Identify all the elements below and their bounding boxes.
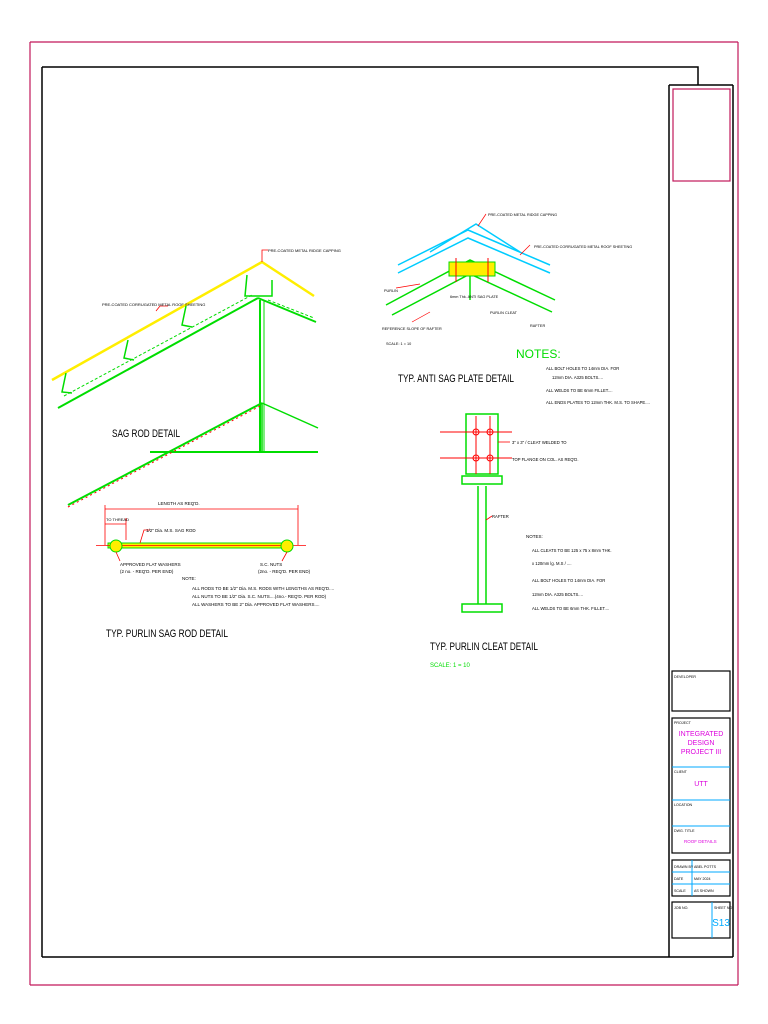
- cleat-plate: [465, 413, 499, 475]
- rafter-column: [461, 486, 503, 613]
- anti-sag-note: ALL BOLT HOLES TO 14mm DIA. FOR: [546, 366, 619, 371]
- rafter-leader: [485, 515, 493, 521]
- scale-label: SCALE: [674, 889, 686, 893]
- length-dimension: [104, 505, 299, 545]
- anti-sag-callout-purlin: PURLIN: [384, 289, 398, 293]
- plate-bolts: [455, 258, 489, 282]
- sag-rod-detail: PRE-COATED METAL RIDGE CAPPING PRE-COATE…: [51, 248, 341, 508]
- sheet-no: S13: [712, 918, 730, 929]
- purlin-cleat-detail: 3" x 3" / CLEAT WELDED TO TOP FLANGE ON …: [430, 413, 612, 669]
- page-trim: [29, 41, 739, 986]
- top-chord: [57, 297, 259, 409]
- cleat-note: ALL CLEATS TO BE 125 x 75 x 8mm THK.: [532, 548, 612, 553]
- cleat-flange: [461, 475, 503, 485]
- anti-sag-notes-title: NOTES:: [516, 347, 561, 361]
- cleat-note: 12mm DIA. A325 BOLTS....: [532, 592, 583, 597]
- note-line: ALL RODS TO BE 1/2" Dia. M.S. RODS WITH …: [192, 586, 334, 591]
- title-block-dividers: [672, 766, 730, 938]
- title-block-frames: [671, 670, 731, 939]
- purlins: [61, 274, 273, 394]
- plate-callout-leaders: [395, 213, 531, 323]
- washer-label-1: APPROVED FLAT WASHERS: [120, 562, 181, 567]
- date-label: DATE: [674, 877, 684, 881]
- anti-sag-callout-slope: REFERENCE SLOPE OF RAFTER: [382, 327, 442, 331]
- lower-rafter-dots: [67, 404, 263, 508]
- anti-sag-callout-cleat: PURLIN CLEAT: [490, 311, 518, 315]
- nut-leader: [281, 551, 288, 562]
- cleat-note: x 120mm lg. M.S / ....: [532, 561, 572, 566]
- drawing-frame: [41, 66, 734, 958]
- cleat-note: ALL WELDS TO BE 6mm THK. FILLET....: [532, 606, 609, 611]
- rod-leader: [139, 529, 150, 544]
- project-label: PROJECT: [674, 721, 692, 725]
- rafter-label: RAFTER: [492, 514, 509, 519]
- roof-sheeting-line: [51, 260, 263, 382]
- dwg-title: ROOF DETAILS: [684, 839, 717, 844]
- lower-rafter-right: [261, 402, 319, 429]
- scale-value: AS SHOWN: [694, 889, 714, 893]
- drawn-by-label: DRAWN BY: [674, 865, 694, 869]
- developer-label: DEVELOPER: [674, 675, 696, 679]
- callout-leaders: [155, 249, 268, 312]
- anti-sag-callout-ridge: PRE-COATED METAL RIDGE CAPPING: [488, 213, 557, 217]
- length-label: LENGTH AS REQ'D.: [158, 501, 200, 506]
- anti-sag-callout-rafter: RAFTER: [530, 324, 545, 328]
- cleat-notes-title: NOTES:: [526, 534, 543, 539]
- anti-sag-scale: SCALE: 1 = 10: [386, 342, 411, 346]
- anti-sag-callout-plate: 6mm Thk. ANTI SAG PLATE: [450, 295, 499, 299]
- anti-sag-plate-title: TYP. ANTI SAG PLATE DETAIL: [398, 373, 514, 385]
- washer-label-2: (2 no. - REQ'D. PER END): [120, 569, 174, 574]
- ridge-capping: [397, 223, 551, 274]
- anti-sag-plate: [448, 261, 496, 277]
- cleat-note: ALL BOLT HOLES TO 14mm DIA. FOR: [532, 578, 605, 583]
- location-label: LOCATION: [674, 803, 693, 807]
- anti-sag-callout-roof: PRE-COATED CORRUGATED METAL ROOF SHEETIN…: [534, 245, 632, 249]
- callout-roof-sheeting: PRE-COATED CORRUGATED METAL ROOF SHEETIN…: [102, 302, 205, 307]
- sag-rod-ties: [63, 294, 315, 397]
- anti-sag-plate-detail: PRE-COATED METAL RIDGE CAPPING PRE-COATE…: [382, 213, 650, 405]
- thread-label: TO THREAD: [106, 517, 129, 522]
- drawn-by: ABEL POTTS: [694, 865, 717, 869]
- nut-label-2: (2no. - REQ'D. PER END): [258, 569, 311, 574]
- rod-end-nuts: [109, 539, 294, 553]
- cleat-note-2: TOP FLANGE ON COL. AS REQ'D.: [512, 457, 579, 462]
- note-line: ALL WASHERS TO BE 2" Dia. APPROVED FLAT …: [192, 602, 320, 607]
- notes-title: NOTE:: [182, 576, 196, 581]
- nut-label-1: S.C. NUTS: [260, 562, 282, 567]
- washer-leader: [115, 551, 121, 562]
- callout-ridge-capping: PRE-COATED METAL RIDGE CAPPING: [268, 248, 341, 253]
- client-name: UTT: [694, 781, 708, 788]
- purlin-cleat-title: TYP. PURLIN CLEAT DETAIL: [430, 641, 538, 653]
- cleat-note-1: 3" x 3" / CLEAT WELDED TO: [512, 440, 567, 445]
- job-no-label: JOB NO.: [674, 906, 688, 910]
- client-label: CLIENT: [674, 770, 688, 774]
- roof-sheeting-line-right: [261, 260, 315, 298]
- anti-sag-note: 12mm DIA. A325 BOLTS....: [552, 375, 603, 380]
- rod-label: 1/2" Dia. M.S. SAG ROD: [146, 528, 196, 533]
- anti-sag-note: ALL ENDS PLATES TO 12mm THK. M.S. TO SHA…: [546, 400, 650, 405]
- date-value: MAY 2024: [694, 877, 710, 881]
- purlin-sag-rod-detail: LENGTH AS REQ'D. TO THREAD 1/2" Dia. M.S…: [96, 501, 334, 640]
- note-line: ALL NUTS TO BE 1/2" Dia. S.C. NUTS....(4…: [192, 594, 327, 599]
- purlin-cleat-scale: SCALE: 1 = 10: [430, 663, 471, 669]
- sag-rod-detail-title: SAG ROD DETAIL: [112, 428, 180, 440]
- revision-box: [672, 88, 731, 182]
- lower-rafter: [67, 402, 263, 506]
- cleat-bolts: [440, 416, 512, 474]
- purlin-sag-rod-title: TYP. PURLIN SAG ROD DETAIL: [106, 628, 228, 640]
- top-chord-right: [257, 297, 317, 323]
- sheet-no-label: SHEET NO.: [714, 906, 733, 910]
- anti-sag-note: ALL WELDS TO BE 6mm FILLET....: [546, 388, 612, 393]
- dwg-title-label: DWG. TITLE: [674, 829, 695, 833]
